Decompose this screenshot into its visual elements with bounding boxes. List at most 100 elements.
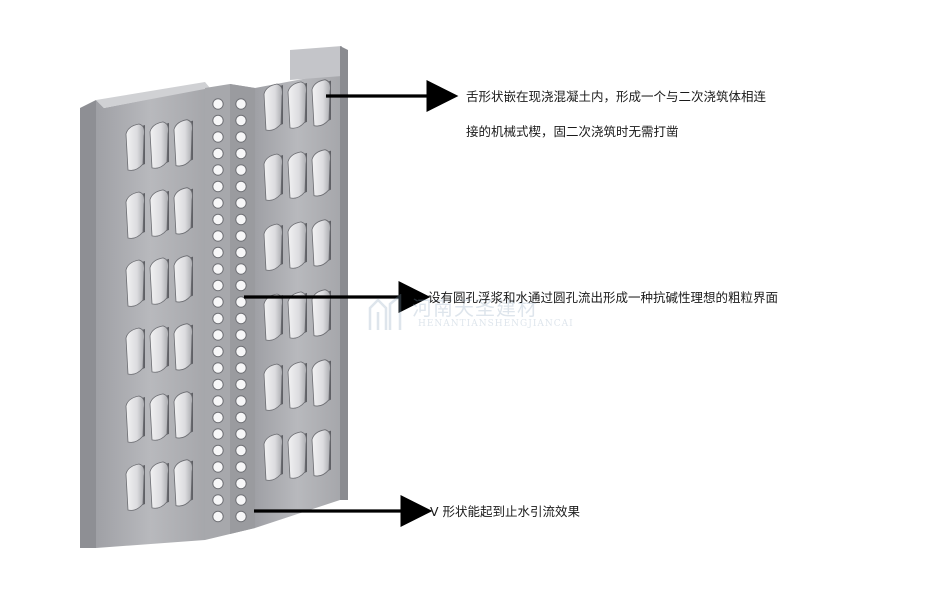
round-hole (235, 510, 247, 523)
round-hole (235, 444, 247, 457)
watermark-en: HENANTIANSHENGJIANCAI (418, 319, 574, 329)
tongue-tab (125, 123, 145, 171)
tongue-tab (149, 461, 169, 509)
tongue-tab (287, 221, 307, 269)
round-hole (235, 213, 247, 226)
round-hole (212, 494, 224, 506)
round-holes-group (212, 98, 247, 523)
right-top-flange (290, 46, 342, 80)
tongue-tab (311, 359, 331, 407)
tongue-tab (263, 223, 283, 271)
tongue-tab (263, 83, 283, 131)
tongue-tab (173, 255, 193, 303)
round-hole (212, 279, 224, 292)
round-hole (212, 114, 224, 127)
round-hole (235, 296, 247, 308)
round-hole (235, 230, 247, 242)
tongue-tab (149, 257, 169, 305)
round-hole (235, 411, 247, 424)
round-hole (235, 197, 247, 209)
tongue-tab (125, 191, 145, 239)
round-hole (212, 98, 224, 110)
tongue-tab (287, 81, 307, 129)
round-hole (235, 164, 247, 176)
round-hole (212, 378, 224, 391)
tongue-tab (125, 259, 145, 307)
watermark-logo-icon (368, 294, 402, 330)
tongue-tab (149, 393, 169, 441)
round-hole (212, 411, 224, 424)
tongue-tab (287, 361, 307, 409)
round-hole (235, 263, 247, 275)
callout-holes: 设有圆孔浮浆和水通过圆孔流出形成一种抗碱性理想的粗粒界面 (428, 290, 779, 305)
round-hole (235, 494, 247, 506)
tongue-tab (311, 219, 331, 267)
right-edge-flange (340, 46, 348, 500)
round-hole (235, 131, 247, 143)
round-hole (212, 197, 224, 209)
round-hole (212, 263, 224, 275)
round-hole (235, 312, 247, 325)
round-hole (212, 444, 224, 457)
tongue-tab (173, 459, 193, 507)
round-hole (235, 114, 247, 127)
round-hole (235, 180, 247, 193)
tongue-tabs-group (125, 79, 331, 511)
round-hole (212, 345, 224, 358)
tongue-tab (149, 325, 169, 373)
tongue-tab (263, 293, 283, 341)
round-hole (212, 213, 224, 226)
left-top-lip (96, 82, 210, 108)
round-hole (212, 164, 224, 176)
watermark-cn: 河南天圣建材 (412, 296, 538, 320)
tongue-tab (125, 327, 145, 375)
tongue-tab (173, 187, 193, 235)
round-hole (212, 147, 224, 160)
tongue-tab (287, 291, 307, 339)
tongue-tab (311, 149, 331, 197)
tongue-tab (173, 323, 193, 371)
tongue-tab (287, 151, 307, 199)
watermark: 河南天圣建材 HENANTIANSHENGJIANCAI (366, 292, 606, 338)
round-hole (235, 345, 247, 358)
round-hole (235, 378, 247, 391)
round-hole (212, 230, 224, 242)
callout-vshape: V 形状能起到止水引流效果 (430, 504, 581, 519)
round-hole (235, 395, 247, 407)
tongue-tab (311, 429, 331, 477)
round-hole (212, 312, 224, 325)
round-hole (235, 477, 247, 490)
tongue-tab (263, 433, 283, 481)
tongue-tab (149, 121, 169, 169)
left-flange (80, 100, 96, 548)
round-hole (212, 131, 224, 143)
tongue-tab (263, 363, 283, 411)
round-hole (212, 296, 224, 308)
round-hole (212, 428, 224, 440)
tongue-tab (263, 153, 283, 201)
v-channel-shade (230, 84, 255, 534)
round-hole (235, 428, 247, 440)
round-hole (212, 362, 224, 374)
round-hole (235, 329, 247, 341)
round-hole (235, 362, 247, 374)
round-hole (212, 477, 224, 490)
round-hole (212, 461, 224, 473)
round-hole (212, 510, 224, 523)
round-hole (235, 98, 247, 110)
callout-tongue-line2: 接的机械式楔，固二次浇筑时无需打凿 (466, 124, 679, 139)
tongue-tab (149, 189, 169, 237)
round-hole (212, 180, 224, 193)
tongue-tab (287, 431, 307, 479)
round-hole (235, 147, 247, 160)
round-hole (212, 329, 224, 341)
tongue-tab (125, 395, 145, 443)
round-hole (235, 461, 247, 473)
round-hole (235, 279, 247, 292)
round-hole (235, 246, 247, 259)
round-hole (212, 246, 224, 259)
round-hole (212, 395, 224, 407)
tongue-tab (173, 391, 193, 439)
tongue-tab (125, 463, 145, 511)
